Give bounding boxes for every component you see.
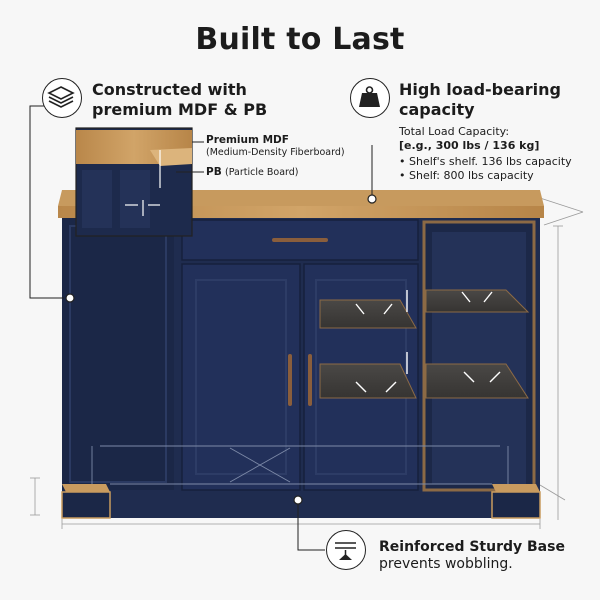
door-handle-right bbox=[308, 354, 312, 406]
left-side-panel bbox=[62, 218, 174, 490]
left-leg-top bbox=[62, 484, 110, 492]
drawer-handle bbox=[272, 238, 328, 242]
load-arrows bbox=[355, 290, 501, 393]
load-title-line1: High load-bearing bbox=[399, 80, 561, 99]
weight-icon-circle bbox=[350, 78, 390, 118]
pb-label: PB bbox=[206, 166, 222, 178]
right-leg-top bbox=[492, 484, 540, 492]
load-title: High load-bearing capacity bbox=[399, 80, 561, 120]
layers-icon-circle bbox=[42, 78, 82, 118]
right-shelf-1 bbox=[425, 289, 530, 313]
page-title: Built to Last bbox=[195, 22, 405, 57]
load-bullet-1: • Shelf's shelf. 136 lbs capacity bbox=[399, 155, 572, 168]
balance-icon bbox=[335, 542, 356, 560]
dimension-lines bbox=[30, 197, 584, 529]
inner-shelf-2 bbox=[319, 363, 417, 399]
mdf-sublabel: (Medium-Density Fiberboard) bbox=[206, 147, 345, 158]
callout-dot-material bbox=[65, 293, 75, 303]
total-load-value: [e.g., 300 lbs / 136 kg] bbox=[399, 139, 540, 152]
weight-icon bbox=[359, 86, 380, 107]
mdf-label: Premium MDF bbox=[206, 134, 289, 146]
material-title-line2: premium MDF & PB bbox=[92, 100, 268, 119]
left-door bbox=[181, 263, 301, 491]
base-title: Reinforced Sturdy Base bbox=[379, 539, 565, 555]
door-handle-left bbox=[288, 354, 292, 406]
load-bullet-2: • Shelf: 800 lbs capacity bbox=[399, 169, 534, 182]
material-zoom-inset bbox=[75, 127, 193, 237]
right-leg bbox=[491, 491, 541, 519]
right-shelf-2 bbox=[425, 363, 529, 399]
material-title-line1: Constructed with bbox=[92, 80, 247, 99]
callout-dot-load bbox=[367, 194, 377, 204]
base-frame-wireframe bbox=[91, 445, 509, 485]
pb-sublabel: (Particle Board) bbox=[225, 167, 299, 178]
callout-dot-base bbox=[293, 495, 303, 505]
base-subtitle: prevents wobbling. bbox=[379, 556, 513, 572]
load-title-line2: capacity bbox=[399, 100, 475, 119]
material-title: Constructed with premium MDF & PB bbox=[92, 80, 267, 120]
left-leg bbox=[61, 491, 111, 519]
pb-label-row: PB (Particle Board) bbox=[206, 166, 299, 179]
inner-shelf-1 bbox=[319, 299, 417, 329]
total-load-label: Total Load Capacity: bbox=[399, 125, 510, 138]
balance-icon-circle bbox=[326, 530, 366, 570]
layers-icon bbox=[47, 86, 75, 108]
